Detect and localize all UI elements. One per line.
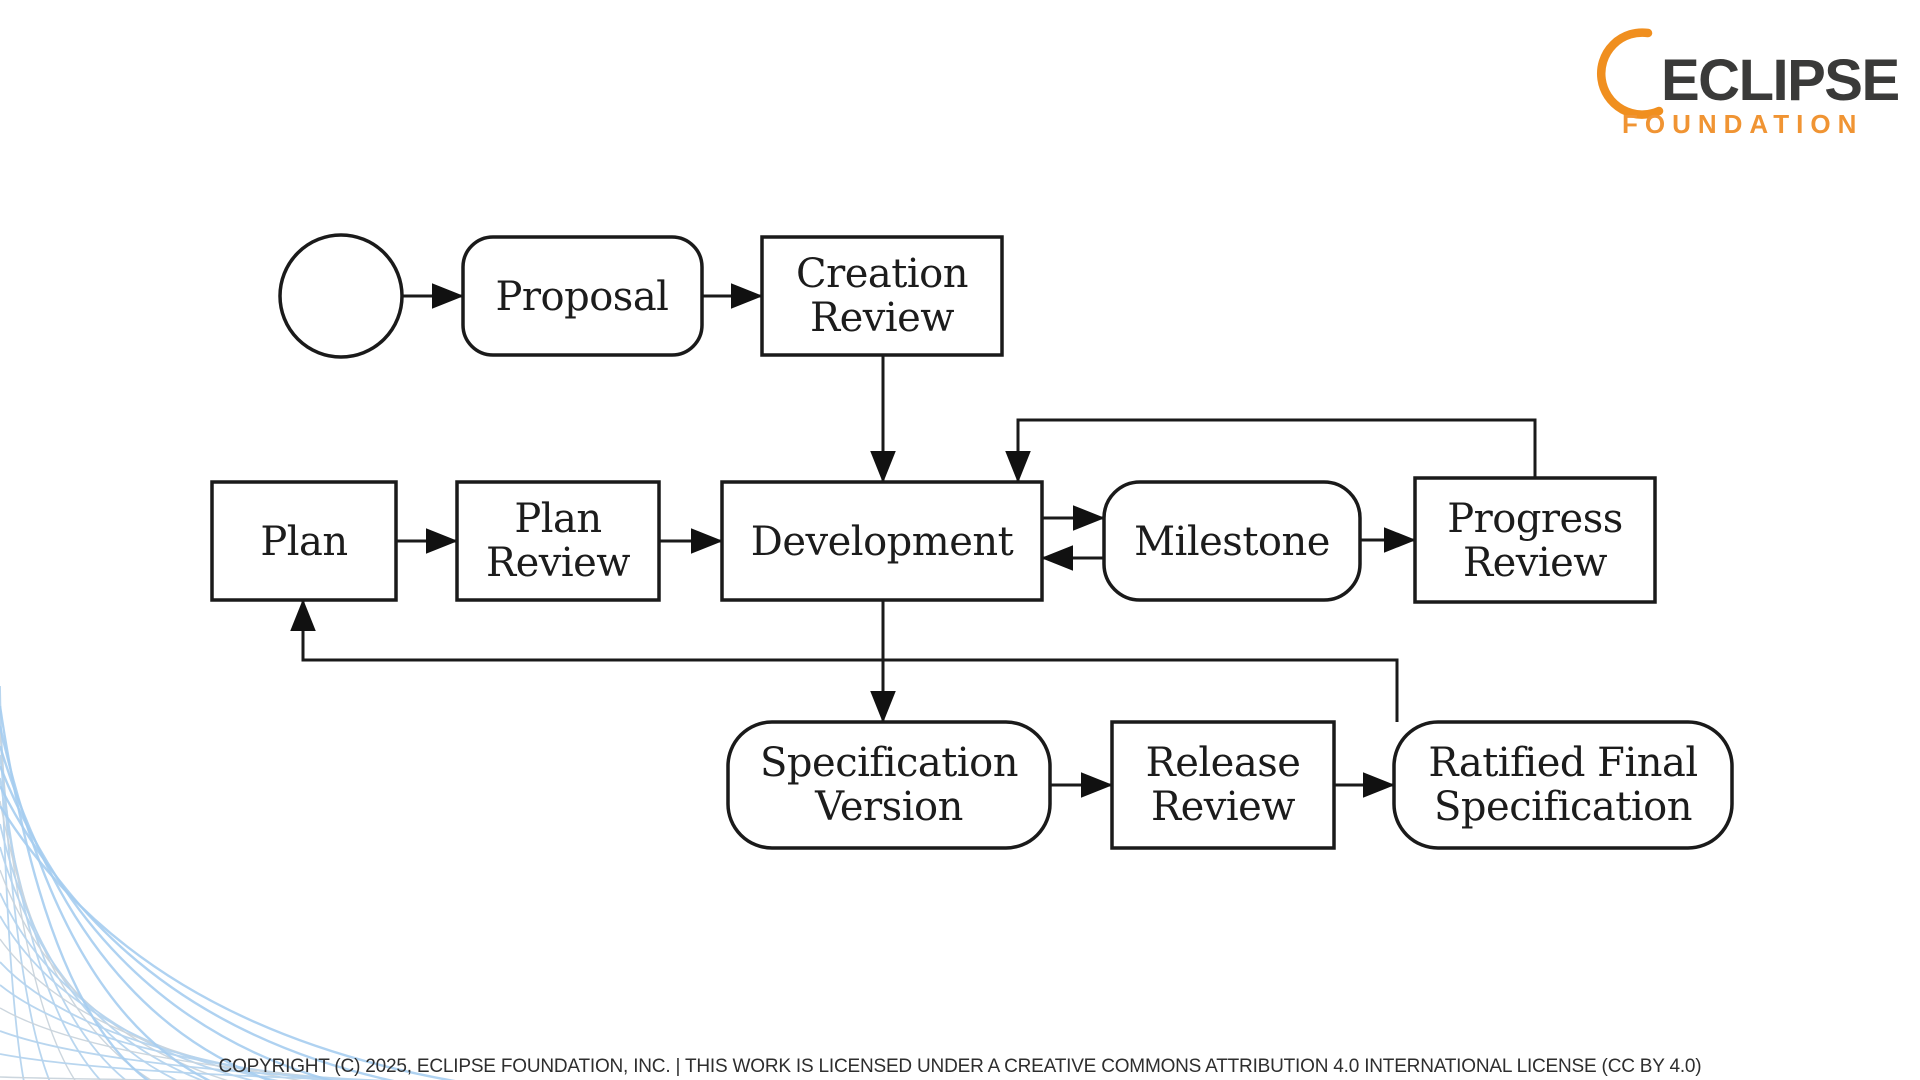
svg-text:Milestone: Milestone [1134, 519, 1330, 565]
node-milestone: Milestone [1102, 480, 1362, 602]
edge-ratified-feedback-to-plan [290, 599, 1399, 722]
svg-text:Plan: Plan [260, 519, 347, 565]
decorative-wave-lines [0, 685, 456, 1080]
svg-text:Progress: Progress [1447, 496, 1623, 542]
node-creation-review: Creation Review [760, 235, 1004, 357]
node-plan: Plan [210, 480, 398, 602]
node-ratified-final-specification: Ratified Final Specification [1392, 720, 1734, 850]
node-plan-review: Plan Review [455, 480, 661, 602]
eclipse-logo: ECLIPSE FOUNDATION [1597, 28, 1900, 139]
node-development: Development [720, 480, 1044, 602]
svg-text:Review: Review [810, 295, 954, 341]
logo-wordmark-eclipse: ECLIPSE [1661, 48, 1899, 113]
svg-text:Creation: Creation [796, 251, 968, 297]
node-start [278, 233, 404, 359]
node-specification-version: Specification Version [726, 720, 1052, 850]
node-release-review: Release Review [1110, 720, 1336, 850]
svg-text:Release: Release [1146, 740, 1301, 786]
svg-text:Version: Version [814, 784, 963, 830]
svg-text:Specification: Specification [1434, 784, 1692, 830]
svg-text:Plan: Plan [514, 496, 601, 542]
svg-text:Ratified Final: Ratified Final [1428, 740, 1697, 786]
footer-copyright: COPYRIGHT (C) 2025, ECLIPSE FOUNDATION, … [218, 1056, 1702, 1077]
logo-wordmark-foundation: FOUNDATION [1622, 109, 1863, 139]
svg-text:Review: Review [486, 540, 630, 586]
svg-text:Review: Review [1151, 784, 1295, 830]
edge-progress-review-loop-to-development [1005, 418, 1537, 483]
start-circle [278, 233, 404, 359]
svg-text:Development: Development [751, 519, 1014, 565]
eclipse-crescent-icon [1597, 28, 1664, 119]
flow-diagram: Proposal Creation Review Plan Plan Revie… [210, 233, 1734, 850]
node-proposal: Proposal [461, 235, 704, 357]
svg-text:Proposal: Proposal [496, 274, 669, 320]
svg-text:Review: Review [1463, 540, 1607, 586]
node-progress-review: Progress Review [1413, 476, 1657, 604]
flow-edges [290, 283, 1537, 798]
svg-text:Specification: Specification [760, 740, 1018, 786]
